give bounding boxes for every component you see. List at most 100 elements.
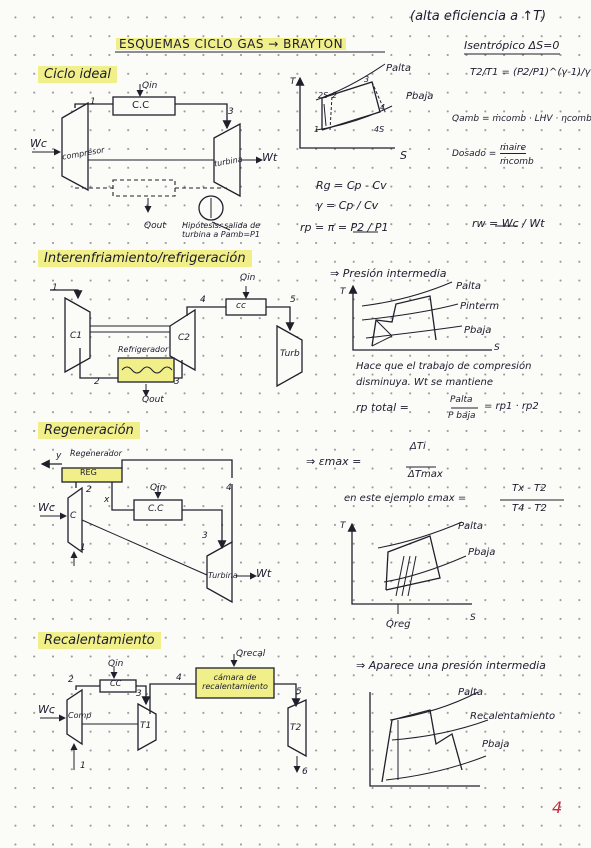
ic-pt2: 2: [94, 377, 100, 387]
ic-pt5: 5: [290, 295, 296, 305]
rg-pt4: 4: [226, 483, 232, 493]
ideal-ts-pt2: 2: [332, 91, 338, 100]
ic-qin: Qin: [240, 273, 256, 283]
rh-pt1: 1: [80, 761, 86, 771]
rg-eff-den: ΔTmax: [408, 469, 443, 480]
q-ambient: Qamb = ṁcomb · LHV · ηcomb: [452, 114, 591, 124]
section-reheating: Recalentamiento: [38, 632, 161, 649]
ic-ts-t-axis: T: [340, 287, 346, 297]
compressor-shape: [61, 101, 89, 192]
rh-qrecal: Qrecal: [236, 649, 266, 659]
rh-t2: T2: [290, 723, 302, 733]
c1-shape: [64, 296, 91, 374]
ic-pinterm: Pinterm: [460, 301, 500, 312]
rh-pt6: 6: [302, 767, 308, 777]
rh-palta: Palta: [458, 687, 483, 698]
ic-ts-s-axis: S: [494, 343, 500, 353]
rp-formula: rp = π = P2 / P1: [300, 221, 389, 234]
section-intercooling: Interenfriamiento/refrigeración: [38, 250, 252, 267]
dosado-num: ṁaire: [500, 143, 527, 154]
ideal-ts-s-axis: S: [400, 149, 407, 162]
ideal-ts-pt1: 1: [314, 125, 320, 134]
ideal-pt3: 3: [228, 107, 234, 117]
ic-note1: Hace que el trabajo de compresión: [356, 361, 532, 372]
ideal-pbaja: Pbaja: [406, 91, 434, 102]
isentropic-formula: T2/T1 = (P2/P1)^(γ-1)/γ: [470, 67, 591, 78]
regen-compressor-shape: [67, 486, 83, 554]
rg-qreg: Qreg: [386, 619, 411, 630]
rg-reg: REG: [80, 468, 97, 477]
rw-formula: rw = Wc / Wt: [472, 217, 545, 230]
ideal-cycle-schematic: [32, 84, 263, 231]
ideal-qout: Qout: [144, 221, 166, 231]
ic-rp-den: P baja: [448, 411, 476, 421]
ic-rp-eq: = rp1 · rp2: [484, 401, 539, 412]
rg-pt3: 3: [202, 531, 208, 541]
ideal-ts-pt4: 4: [380, 103, 386, 112]
intercooling-schematic: [50, 286, 303, 397]
rg-ts-s-axis: S: [470, 613, 476, 623]
rg-ex-den: T4 - T2: [512, 503, 547, 514]
rh-comp: Comp: [68, 711, 92, 720]
ideal-ts-pt3: 3: [364, 75, 370, 84]
gamma-formula: γ = Cp / Cv: [316, 199, 379, 212]
section-ideal: Ciclo ideal: [38, 66, 117, 83]
ideal-ts-diagram: [295, 63, 395, 149]
page-number: 4: [552, 798, 563, 817]
regeneration-schematic: [40, 459, 257, 604]
ic-palta: Palta: [456, 281, 481, 292]
rg-c: C: [70, 511, 77, 521]
rg-eff-lhs: ⇒ εmax =: [306, 455, 362, 468]
intercool-turbine-shape: [276, 324, 303, 388]
reheat-compressor-shape: [66, 688, 83, 746]
ideal-hypothesis: Hipótesis: salida de turbina a Pamb=P1: [182, 221, 261, 239]
regenerator-box: [61, 467, 123, 483]
rh-precal: Recalentamiento: [470, 711, 556, 722]
page-title: ESQUEMAS CICLO GAS → BRAYTON: [116, 38, 347, 50]
rh-cc: CC: [110, 679, 122, 688]
rg-ex-num: Tx - T2: [512, 483, 547, 494]
dosado-label: Dosado =: [452, 149, 497, 159]
ideal-ts-pt2s: 2S: [318, 91, 329, 100]
rg-palta: Palta: [458, 521, 483, 532]
rg-pt2: 2: [86, 485, 92, 495]
ideal-pt2: 1: [90, 97, 96, 107]
dosado-den: ṁcomb: [500, 157, 534, 167]
ic-cc: cc: [236, 301, 246, 311]
rg-pbaja: Pbaja: [468, 547, 496, 558]
ic-pt4: 4: [200, 295, 206, 305]
rh-pbaja: Pbaja: [482, 739, 510, 750]
reheat-chamber-box: [195, 667, 275, 699]
rh-pt4: 4: [176, 673, 182, 683]
ic-turbine: Turb: [280, 349, 300, 359]
rh-pt5: 5: [296, 687, 302, 697]
refrigerator-box: [117, 357, 175, 383]
combustion-chamber: [112, 96, 176, 116]
rg-pty: y: [56, 451, 62, 461]
rg-example: en este ejemplo εmax =: [344, 493, 467, 504]
rh-wc: Wc: [38, 703, 55, 716]
rg-regen-label: Regenerador: [70, 449, 122, 458]
ideal-ts-t-axis: T: [290, 77, 296, 87]
ic-qout: Qout: [142, 395, 164, 405]
rh-t1: T1: [140, 721, 152, 731]
ic-rp-num: Palta: [450, 395, 473, 405]
rg-wt: Wt: [256, 567, 272, 580]
ic-refrig: Refrigerador: [118, 345, 169, 354]
intercooling-ts-diagram: [348, 281, 492, 351]
ic-c1: C1: [70, 331, 83, 341]
ic-pt1: 1: [52, 283, 58, 293]
ideal-qin: Qin: [142, 81, 158, 91]
rh-note: ⇒ Aparece una presión intermedia: [356, 659, 546, 672]
intercool-cc: [225, 298, 267, 316]
section-regeneration: Regeneración: [38, 422, 140, 439]
ideal-wc: Wc: [30, 137, 47, 150]
ic-pbaja: Pbaja: [464, 325, 492, 336]
rg-qin: Qin: [150, 483, 166, 493]
rg-ts-t-axis: T: [340, 521, 346, 531]
rg-wc: Wc: [38, 501, 55, 514]
regeneration-ts-diagram: [347, 521, 472, 614]
reheating-schematic: [40, 654, 307, 773]
